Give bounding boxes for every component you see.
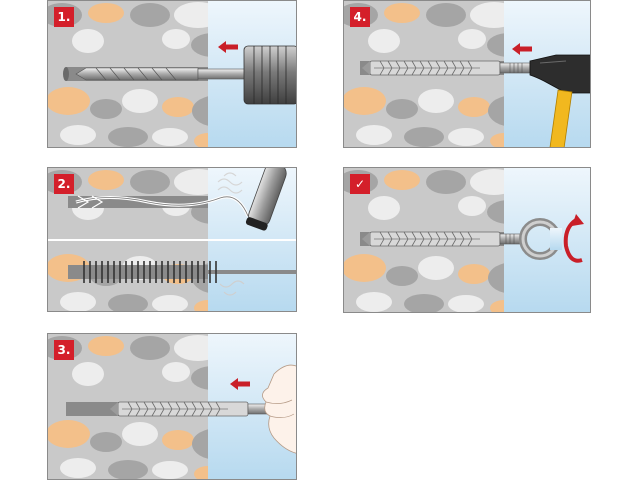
anchor-plug — [361, 60, 501, 76]
hammer — [529, 54, 590, 147]
step-3-panel: 3. — [47, 333, 297, 480]
step-2-panel: 2. — [47, 167, 297, 312]
rotate-clockwise-icon — [563, 214, 584, 263]
step-badge-2: 2. — [54, 174, 74, 194]
checkmark-icon: ✓ — [350, 174, 370, 194]
drill-chuck — [243, 45, 296, 105]
cleaning-brush — [76, 261, 296, 296]
eye-hook — [499, 218, 562, 260]
step-done-panel: ✓ — [343, 167, 591, 313]
screw-shaft — [499, 62, 531, 74]
step-badge-4: 4. — [350, 7, 370, 27]
step-4-panel: 4. — [343, 0, 591, 148]
hand — [262, 364, 296, 454]
anchor-plug — [109, 401, 249, 417]
step-badge-1: 1. — [54, 7, 74, 27]
step-1-panel: 1. — [47, 0, 297, 148]
blow-pump — [75, 168, 287, 231]
drill-bit — [75, 67, 249, 81]
anchor-plug — [361, 231, 501, 247]
step-badge-3: 3. — [54, 340, 74, 360]
